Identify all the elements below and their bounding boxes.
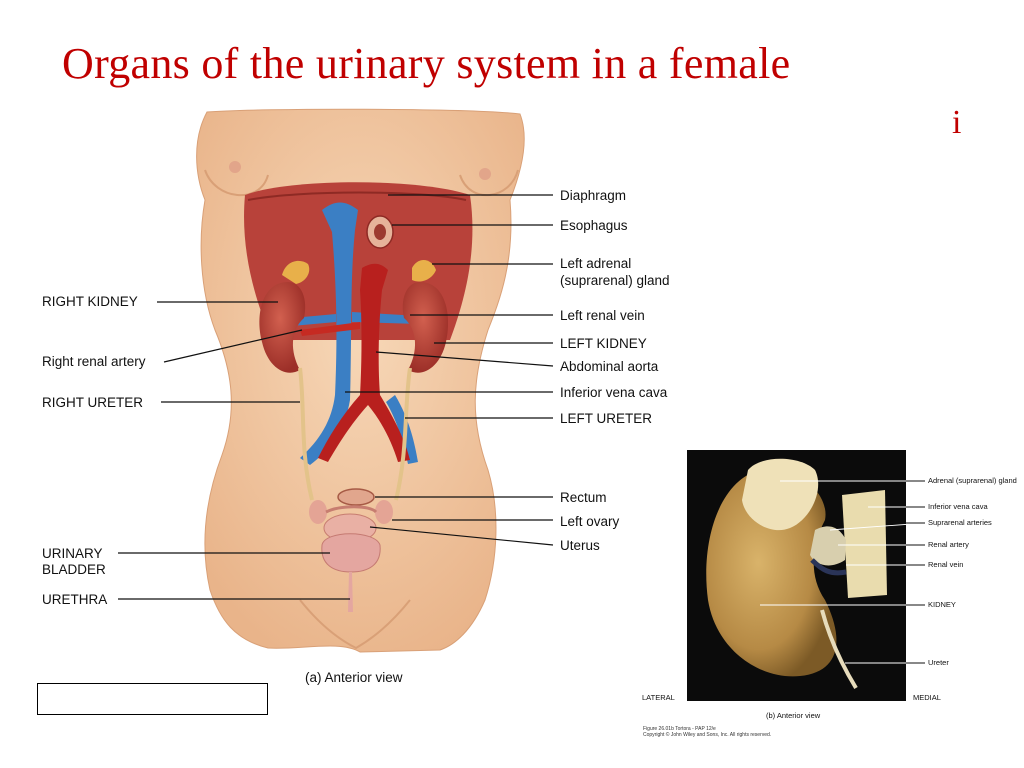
photo-label-suprarenal-arteries: Suprarenal arteries bbox=[928, 518, 992, 527]
photo-ureter bbox=[820, 609, 858, 690]
caption-anterior-view-b: (b) Anterior view bbox=[766, 711, 821, 720]
label-uterus: Uterus bbox=[560, 538, 600, 553]
label-diaphragm: Diaphragm bbox=[560, 188, 627, 203]
label-inferior-vena-cava: Inferior vena cava bbox=[560, 385, 668, 400]
label-right-renal-artery: Right renal artery bbox=[42, 354, 146, 369]
right-adrenal-gland bbox=[282, 260, 310, 284]
empty-answer-box bbox=[37, 683, 268, 715]
right-nipple bbox=[229, 161, 241, 173]
figure-credit-line2: Copyright © John Wiley and Sons, Inc. Al… bbox=[643, 732, 772, 738]
corner-mark: i bbox=[952, 104, 962, 141]
label-left-adrenal-line1: Left adrenal bbox=[560, 256, 632, 271]
photo-label-renal-artery: Renal artery bbox=[928, 540, 969, 549]
photo-label-ivc: Inferior vena cava bbox=[928, 502, 988, 511]
label-right-kidney: RIGHT KIDNEY bbox=[42, 294, 138, 309]
photo-label-medial: MEDIAL bbox=[913, 693, 941, 702]
caption-anterior-view-a: (a) Anterior view bbox=[305, 670, 403, 685]
right-renal-artery bbox=[300, 322, 360, 336]
label-abdominal-aorta: Abdominal aorta bbox=[560, 359, 659, 374]
right-ureter bbox=[298, 367, 314, 501]
left-adrenal-gland bbox=[412, 259, 436, 282]
photo-label-kidney: KIDNEY bbox=[928, 600, 956, 609]
label-left-renal-vein: Left renal vein bbox=[560, 308, 645, 323]
slide-title: Organs of the urinary system in a female bbox=[62, 39, 791, 88]
photo-adrenal bbox=[742, 458, 819, 531]
left-kidney bbox=[402, 282, 449, 373]
label-rectum: Rectum bbox=[560, 490, 607, 505]
inferior-vena-cava bbox=[300, 202, 358, 465]
photo-label-adrenal: Adrenal (suprarenal) gland bbox=[928, 476, 1017, 485]
rectum bbox=[337, 488, 375, 506]
label-left-ovary: Left ovary bbox=[560, 514, 620, 529]
left-ureter bbox=[394, 367, 412, 501]
label-left-ureter: LEFT URETER bbox=[560, 411, 653, 426]
photo-label-ureter: Ureter bbox=[928, 658, 949, 667]
label-urinary-bladder-line2: BLADDER bbox=[42, 562, 106, 577]
label-right-ureter: RIGHT URETER bbox=[42, 395, 144, 410]
figure-credit-line1: Figure 26.01b Tortora - PAP 12/e bbox=[643, 726, 716, 732]
left-nipple bbox=[479, 168, 491, 180]
label-left-adrenal-line2: (suprarenal) gland bbox=[560, 273, 670, 288]
abdominal-aorta bbox=[318, 263, 410, 462]
label-urethra: URETHRA bbox=[42, 592, 108, 607]
label-esophagus: Esophagus bbox=[560, 218, 628, 233]
right-kidney bbox=[259, 282, 306, 373]
figure-a-leader-lines bbox=[118, 194, 554, 600]
photo-label-renal-vein: Renal vein bbox=[928, 560, 964, 569]
label-urinary-bladder-line1: URINARY bbox=[42, 546, 103, 561]
photo-label-lateral: LATERAL bbox=[642, 693, 675, 702]
label-left-kidney: LEFT KIDNEY bbox=[560, 336, 647, 351]
photo-kidney bbox=[706, 469, 837, 677]
photo-ivc bbox=[842, 490, 887, 598]
right-ovary bbox=[309, 500, 327, 524]
urethra bbox=[348, 572, 353, 612]
left-ovary bbox=[375, 500, 393, 524]
urinary-bladder bbox=[321, 533, 381, 573]
